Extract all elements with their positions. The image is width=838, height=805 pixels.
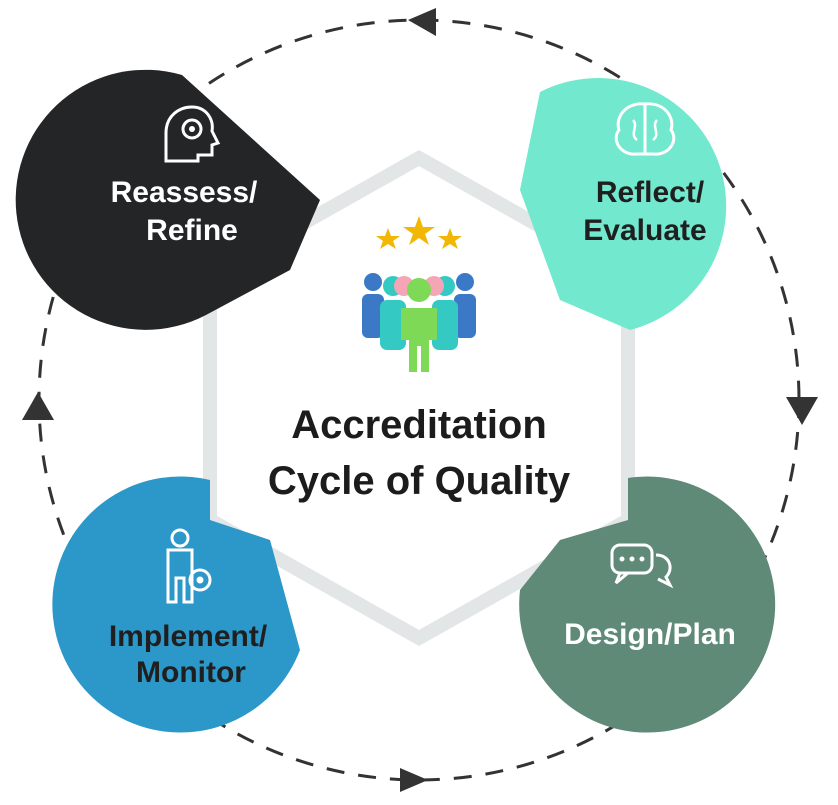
node-design-line1: Design/Plan bbox=[564, 618, 736, 651]
arrowhead-bottom bbox=[400, 768, 428, 792]
star-icon bbox=[403, 216, 435, 245]
node-reassess-line2: Refine bbox=[146, 214, 238, 247]
center-title-line1: Accreditation bbox=[291, 403, 547, 447]
node-implement-shape bbox=[52, 476, 300, 733]
people-group-icon bbox=[362, 273, 476, 372]
node-implement-line2: Monitor bbox=[136, 656, 246, 689]
star-icon bbox=[438, 228, 462, 249]
node-reflect: Reflect/ Evaluate bbox=[520, 78, 727, 331]
node-design-shape bbox=[519, 476, 776, 733]
node-design: Design/Plan bbox=[519, 476, 776, 733]
node-reflect-line1: Reflect/ bbox=[596, 176, 705, 209]
brain-icon bbox=[614, 102, 676, 156]
center-title-line2: Cycle of Quality bbox=[268, 459, 571, 503]
rating-stars bbox=[376, 216, 462, 249]
person-gear-icon bbox=[166, 528, 212, 604]
node-implement-line1: Implement/ bbox=[109, 620, 268, 653]
head-gear-icon bbox=[164, 105, 221, 163]
star-icon bbox=[376, 228, 400, 249]
node-reassess: Reassess/ Refine bbox=[15, 69, 320, 330]
arrowhead-right bbox=[786, 397, 818, 425]
node-reassess-line1: Reassess/ bbox=[111, 176, 258, 209]
chat-bubbles-icon bbox=[610, 543, 674, 589]
arrowhead-left bbox=[22, 392, 54, 420]
node-reassess-shape bbox=[15, 69, 320, 330]
arrowhead-top bbox=[408, 8, 436, 36]
node-implement: Implement/ Monitor bbox=[52, 476, 300, 733]
node-reflect-line2: Evaluate bbox=[583, 214, 706, 247]
